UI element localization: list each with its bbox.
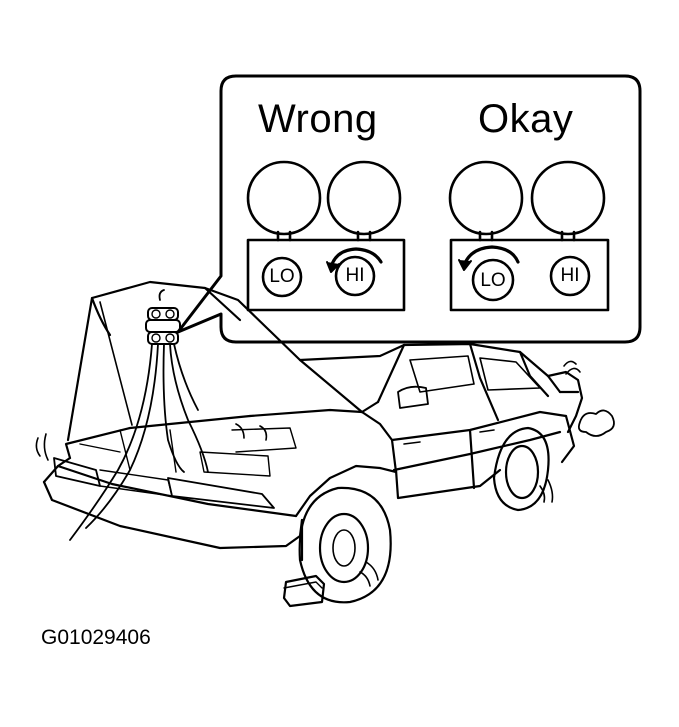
okay-gauge-set (448, 160, 610, 312)
right-headlight (167, 477, 275, 509)
wrong-gauge-set (246, 160, 406, 312)
figure-id: G01029406 (41, 626, 151, 649)
car-drawing (35, 280, 615, 608)
rear-wheel (492, 426, 550, 512)
wrong-lo-valve-label: LO (269, 266, 295, 287)
okay-lo-turn-arrow (458, 245, 520, 271)
callout-panel (176, 74, 642, 344)
open-hood (66, 280, 364, 442)
wrong-lo-valve (261, 256, 303, 298)
wheel-chock (282, 574, 326, 608)
okay-manifold-body (449, 238, 610, 312)
okay-lo-gauge (448, 160, 524, 236)
trunk (546, 370, 584, 434)
okay-hi-valve (549, 255, 591, 297)
okay-hi-valve-label: HI (560, 265, 580, 286)
okay-lo-valve (471, 258, 515, 302)
charging-hoses (69, 343, 209, 541)
front-wheel (298, 486, 392, 604)
vibration-marks (35, 360, 581, 587)
okay-lo-valve-label: LO (480, 270, 506, 291)
gauge-manifold-on-car (145, 289, 181, 345)
wrong-manifold-body (246, 238, 406, 312)
wrong-hi-valve (334, 255, 376, 297)
wrong-heading: Wrong (258, 97, 378, 141)
wrong-hi-turn-arrow (326, 247, 383, 273)
okay-heading: Okay (478, 97, 574, 141)
wrong-hi-valve-label: HI (345, 265, 365, 286)
exhaust-puff (577, 409, 615, 437)
okay-hi-gauge (530, 160, 606, 236)
wrong-lo-gauge (246, 160, 322, 236)
front-bumper (42, 480, 304, 550)
wrong-hi-gauge (326, 160, 402, 236)
